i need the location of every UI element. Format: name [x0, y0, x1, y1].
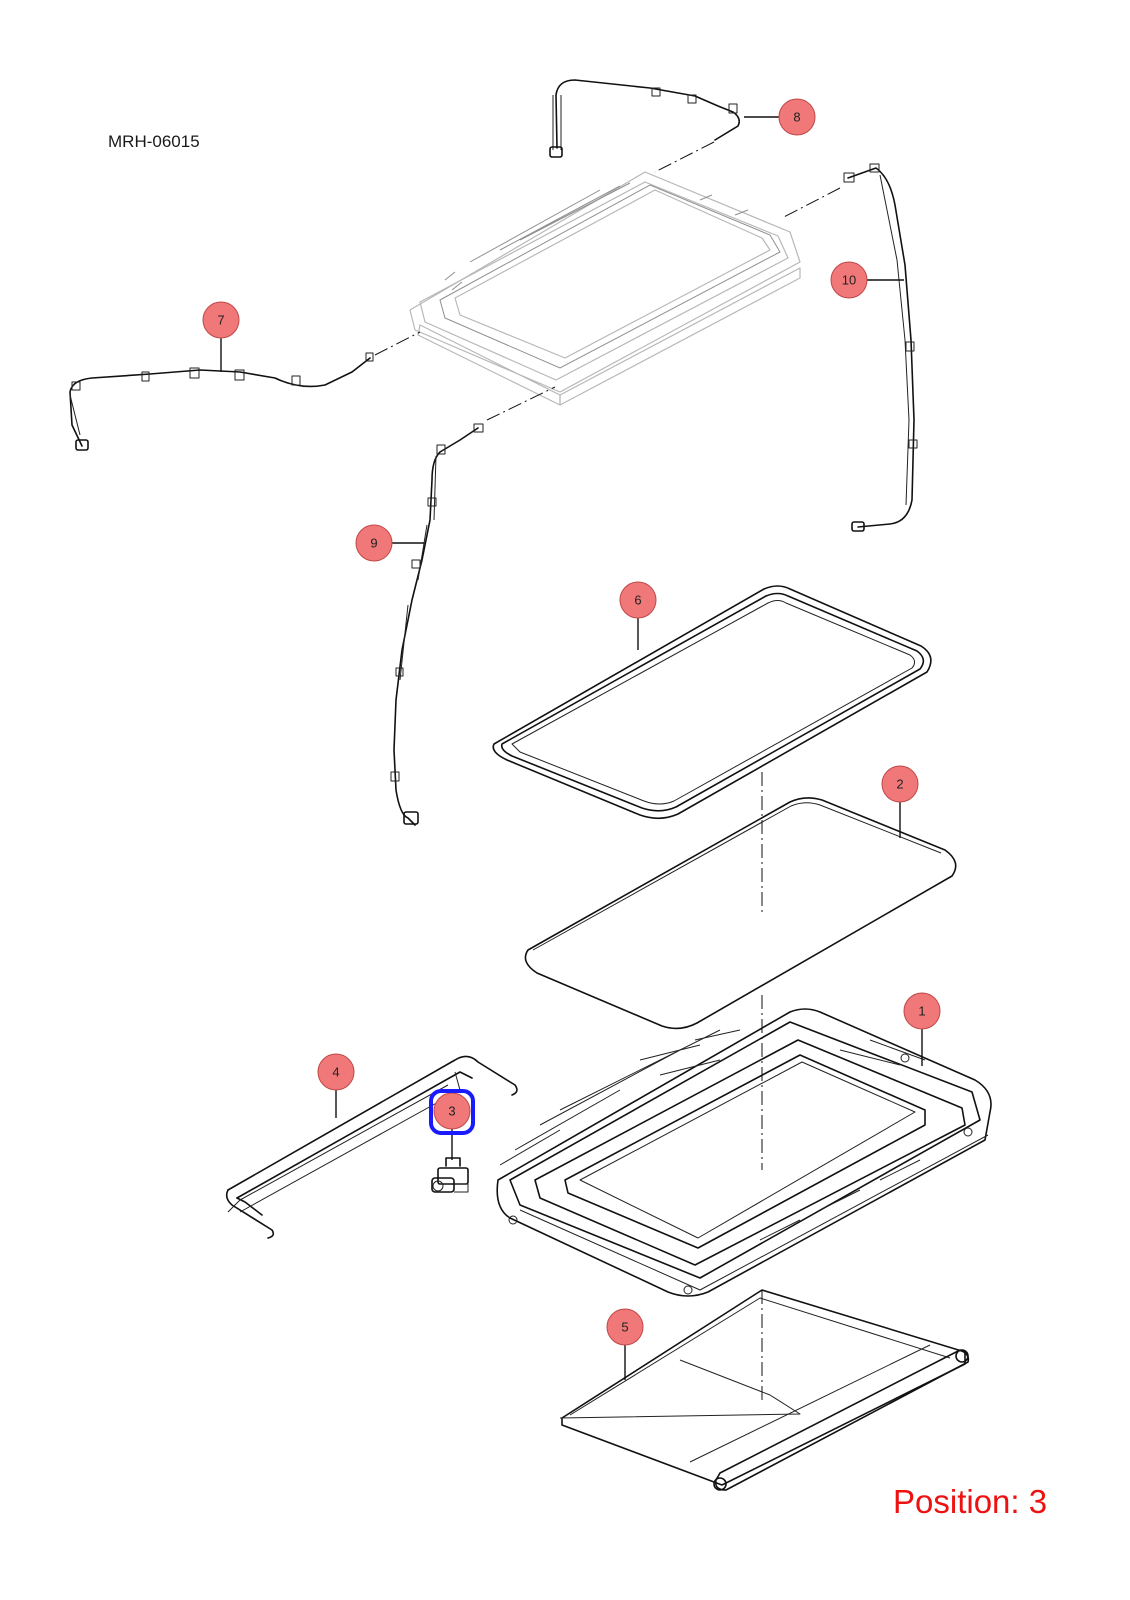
callout-8[interactable]: 8: [744, 98, 816, 136]
part-wind-deflector: [225, 1055, 518, 1239]
callout-4[interactable]: 4: [317, 1053, 355, 1118]
callout-1[interactable]: 1: [903, 992, 941, 1066]
callout-2[interactable]: 2: [881, 765, 919, 838]
selected-callout-highlight: [429, 1089, 475, 1135]
part-glass-panel: [524, 797, 957, 1030]
reference-code: MRH-06015: [108, 132, 200, 151]
part-glass-seal: [492, 585, 932, 820]
callout-3[interactable]: 3: [429, 1089, 475, 1160]
callout-label-6: 6: [634, 593, 641, 608]
callout-5[interactable]: 5: [606, 1308, 644, 1380]
part-drain-hose-front-left: [69, 331, 421, 451]
callout-label-10: 10: [842, 273, 856, 288]
callout-label-2: 2: [896, 777, 903, 792]
part-sunroof-frame: [496, 1008, 992, 1297]
part-drain-hose-front-right: [549, 79, 740, 173]
position-indicator: Position: 3: [893, 1483, 1048, 1520]
callout-9[interactable]: 9: [355, 524, 424, 562]
callout-label-9: 9: [370, 536, 377, 551]
part-bracket-clip: [431, 1157, 469, 1193]
callout-label-8: 8: [793, 110, 800, 125]
callout-6[interactable]: 6: [619, 581, 657, 650]
callout-label-5: 5: [621, 1320, 628, 1335]
part-drain-hose-rear-left: [390, 386, 556, 826]
part-sunshade: [559, 1289, 970, 1491]
part-drain-hose-rear-right: [781, 163, 918, 532]
callout-label-4: 4: [332, 1065, 339, 1080]
callout-7[interactable]: 7: [202, 301, 240, 372]
callout-label-3: 3: [448, 1104, 455, 1119]
callout-10[interactable]: 10: [830, 261, 904, 299]
callout-label-1: 1: [918, 1004, 925, 1019]
ghost-sunroof-assembly: [409, 171, 801, 406]
callout-label-7: 7: [217, 313, 224, 328]
